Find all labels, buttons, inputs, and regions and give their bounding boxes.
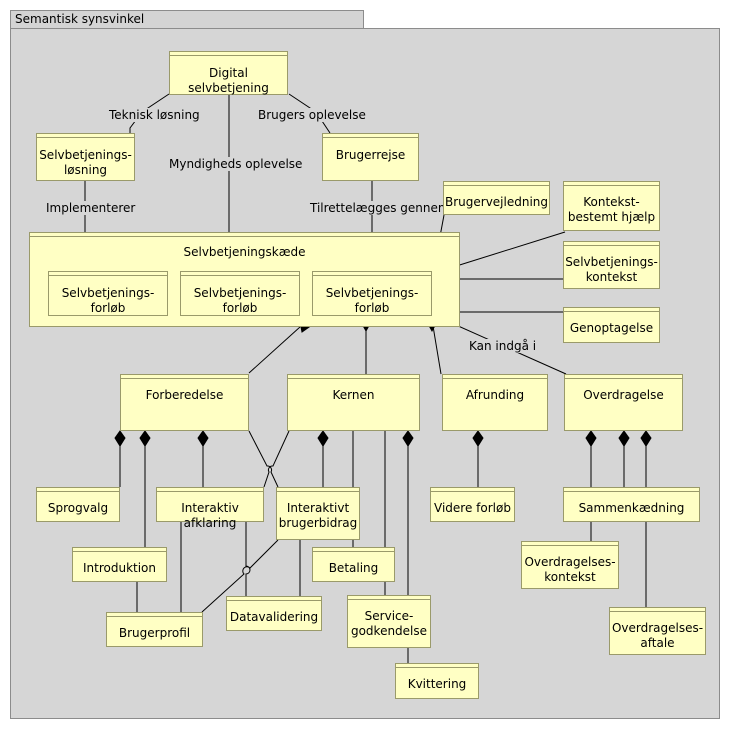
edge-kontekst-hjaelp [449,231,566,269]
node-overdragelse[interactable]: Overdragelse [564,374,683,431]
node-brugervejledning[interactable]: Brugervejledning [443,181,550,215]
node-introduktion[interactable]: Introduktion [72,547,167,582]
node-brugerrejse[interactable]: Brugerrejse [322,133,419,181]
node-interaktivt-brugerbidrag[interactable]: Interaktivt brugerbidrag [276,487,360,540]
node-overdragelses-aftale[interactable]: Overdragelses- aftale [609,607,706,655]
node-kvittering[interactable]: Kvittering [395,663,479,699]
edge-forlob-afrunding [432,325,442,375]
diamond-icon [114,430,126,447]
node-sprogvalg[interactable]: Sprogvalg [36,487,120,522]
node-service-godkendelse[interactable]: Service- godkendelse [347,595,431,648]
node-betaling[interactable]: Betaling [312,547,395,582]
edge-label-myndigheds: Myndigheds oplevelse [169,157,303,171]
edge-label-tilrettelaegges: Tilrettelægges gennem [310,201,450,215]
node-digital-selvbetjening[interactable]: Digital selvbetjening [169,51,288,95]
node-genoptagelse[interactable]: Genoptagelse [563,307,660,343]
diamond-icon [317,430,329,447]
frame-title: Semantisk synsvinkel [15,12,145,26]
edge-label-kan-indga: Kan indgå i [469,339,537,353]
diamond-icon [402,430,414,447]
node-overdragelses-kontekst[interactable]: Overdragelses- kontekst [521,541,619,589]
node-kernen[interactable]: Kernen [287,374,420,431]
node-kontekst-bestemt-hjaelp[interactable]: Kontekst- bestemt hjælp [563,181,660,231]
diamond-icon [640,430,652,447]
node-datavalidering[interactable]: Datavalidering [226,596,322,631]
diamond-icon [618,430,630,447]
node-selvbetjenings-forlob-2[interactable]: Selvbetjenings- forløb [180,271,300,316]
node-afrunding[interactable]: Afrunding [442,374,548,431]
diamond-icon [585,430,597,447]
node-sammenkaedning[interactable]: Sammenkædning [563,487,700,522]
edge-label-implementerer: Implementerer [46,201,136,215]
frame-title-tab[interactable]: Semantisk synsvinkel [10,10,364,28]
edge-forlob-forberedelse [248,326,301,374]
node-selvbetjenings-forlob-1[interactable]: Selvbetjenings- forløb [48,271,168,316]
node-videre-forlob[interactable]: Videre forløb [430,487,515,522]
diamond-icon [197,430,209,447]
edge-label-brugers: Brugers oplevelse [258,108,366,122]
diamond-icon [139,430,151,447]
node-selvbetjenings-kontekst[interactable]: Selvbetjenings- kontekst [563,241,660,289]
diamond-icon [472,430,484,447]
node-selvbetjenings-forlob-3[interactable]: Selvbetjenings- forløb [312,271,432,316]
edge-label-teknisk: Teknisk løsning [109,108,200,122]
node-brugerprofil[interactable]: Brugerprofil [106,612,203,647]
node-forberedelse[interactable]: Forberedelse [120,374,249,431]
node-interaktiv-afklaring[interactable]: Interaktiv afklaring [156,487,264,530]
node-selvbetjenings-losning[interactable]: Selvbetjenings- løsning [36,133,135,181]
